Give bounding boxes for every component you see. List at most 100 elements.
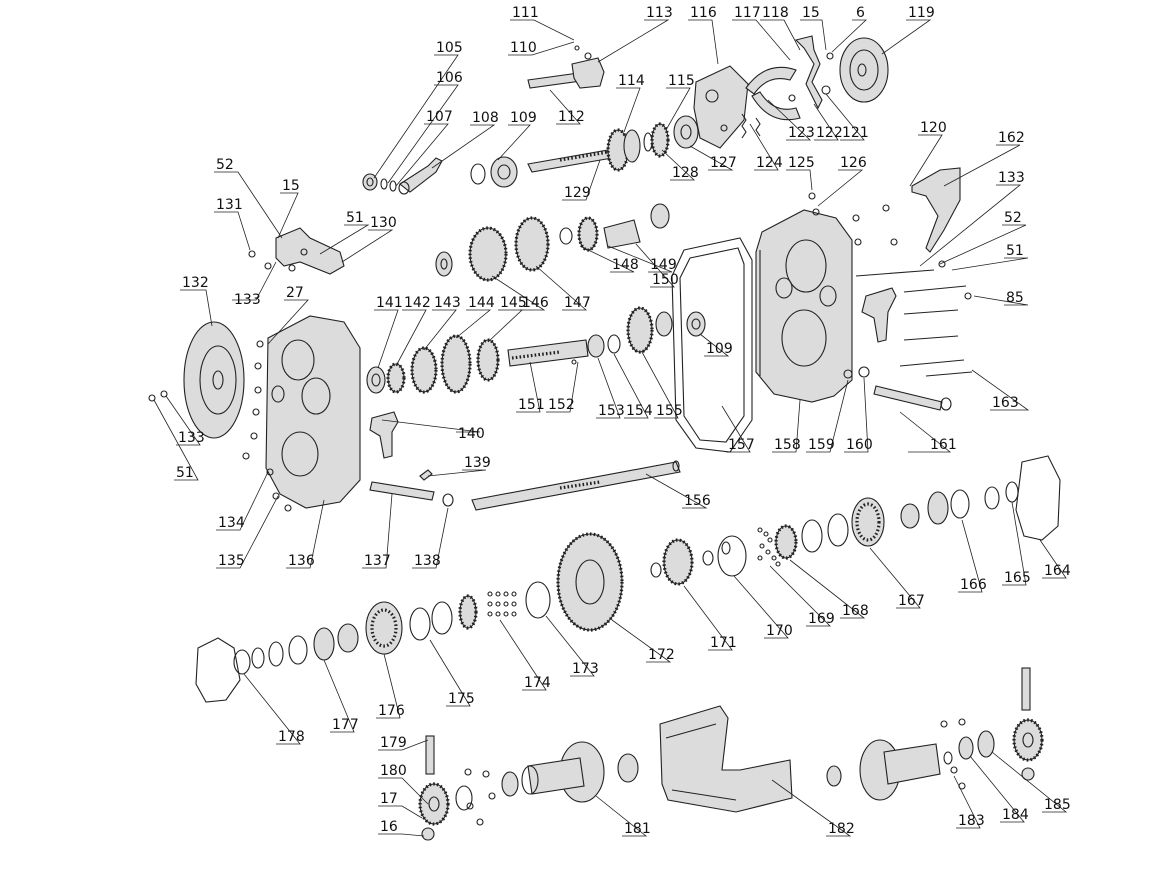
callout-133-left: 133: [234, 292, 261, 308]
callout-133-lower: 133: [178, 430, 205, 446]
callout-115: 115: [668, 73, 695, 89]
callout-172: 172: [648, 647, 675, 663]
brake-lever-118: [788, 35, 834, 110]
callout-176: 176: [378, 703, 405, 719]
ring-170: [717, 535, 747, 577]
callout-160: 160: [846, 437, 873, 453]
main-shaft-156: [471, 460, 681, 511]
callout-151: 151: [518, 397, 545, 413]
gear-146: [468, 226, 508, 282]
callout-118: 118: [762, 5, 789, 21]
callout-108: 108: [472, 110, 499, 126]
callout-141: 141: [376, 295, 403, 311]
brake-shoes-123: [745, 66, 801, 121]
callout-128: 128: [672, 165, 699, 181]
callout-154: 154: [626, 403, 653, 419]
callout-167: 167: [898, 593, 925, 609]
callout-135: 135: [218, 553, 245, 569]
bearing-141: [366, 366, 386, 394]
callout-170: 170: [766, 623, 793, 639]
callout-125: 125: [788, 155, 815, 171]
callout-110: 110: [510, 40, 537, 56]
bearing-127: [673, 115, 699, 149]
callout-109: 109: [510, 110, 537, 126]
gear-cluster-114: [606, 122, 670, 172]
balls-174: [487, 591, 517, 617]
bushings-153-154: [587, 334, 621, 358]
callout-152: 152: [548, 397, 575, 413]
brake-drum-119: [839, 37, 889, 103]
callout-159: 159: [808, 437, 835, 453]
callout-131: 131: [216, 197, 243, 213]
callout-124: 124: [756, 155, 783, 171]
callout-51-top-left: 51: [346, 210, 364, 226]
callout-16: 16: [380, 819, 398, 835]
shift-shaft-assembly: [527, 45, 605, 89]
callout-132: 132: [182, 275, 209, 291]
callout-27: 27: [286, 285, 304, 301]
callout-119: 119: [908, 5, 935, 21]
gear-155: [626, 306, 673, 354]
callout-121: 121: [842, 125, 869, 141]
callout-142: 142: [404, 295, 431, 311]
gear-168: [774, 524, 798, 560]
callout-117: 117: [734, 5, 761, 21]
callout-127: 127: [710, 155, 737, 171]
gasket-178: [195, 637, 241, 703]
callout-162: 162: [998, 130, 1025, 146]
callout-130: 130: [370, 215, 397, 231]
callout-185: 185: [1044, 797, 1071, 813]
callout-140: 140: [458, 426, 485, 442]
callout-166: 166: [960, 577, 987, 593]
bracket-182: [659, 705, 793, 813]
callout-143: 143: [434, 295, 461, 311]
callout-177: 177: [332, 717, 359, 733]
callout-15-top: 15: [802, 5, 820, 21]
callout-169: 169: [808, 611, 835, 627]
callout-15-left: 15: [282, 178, 300, 194]
gear-148-149: [559, 203, 670, 252]
shift-fork-right: [861, 287, 897, 343]
gear-171: [650, 538, 714, 586]
gearbox-housing-136: [265, 315, 361, 509]
callout-122: 122: [816, 125, 843, 141]
bearing-109-top: [470, 156, 518, 188]
callout-180: 180: [380, 763, 407, 779]
callout-174: 174: [524, 675, 551, 691]
callout-161: 161: [930, 437, 957, 453]
leader-lines: [153, 19, 1068, 837]
callout-149: 149: [650, 257, 677, 273]
small-bolts-nuts: [148, 192, 972, 826]
hub-176: [337, 601, 403, 655]
gear-147: [514, 216, 550, 272]
callout-139: 139: [464, 455, 491, 471]
callout-106: 106: [436, 70, 463, 86]
flange-181: [455, 741, 639, 811]
seal-177: [233, 627, 335, 675]
callout-178: 178: [278, 729, 305, 745]
cover-plate-116: [693, 65, 749, 149]
gear-145: [476, 338, 500, 382]
callout-144: 144: [468, 295, 495, 311]
shift-knob-assembly: [362, 157, 443, 195]
callout-146: 146: [522, 295, 549, 311]
bracket-162: [911, 167, 961, 253]
callout-114: 114: [618, 73, 645, 89]
callout-153: 153: [598, 403, 625, 419]
gear-142: [386, 362, 406, 394]
gearbox-housing-158: [755, 209, 853, 403]
gear-144: [440, 334, 472, 394]
sprocket-185: [1012, 667, 1044, 781]
callout-116: 116: [690, 5, 717, 21]
balls-169: [757, 527, 781, 567]
callout-112: 112: [558, 109, 585, 125]
callout-17: 17: [380, 791, 398, 807]
callout-85: 85: [1006, 290, 1024, 306]
flange-184: [826, 730, 995, 801]
callout-109-lower: 109: [706, 341, 733, 357]
callout-113: 113: [646, 5, 673, 21]
callout-168: 168: [842, 603, 869, 619]
callout-156: 156: [684, 493, 711, 509]
callout-157: 157: [728, 437, 755, 453]
